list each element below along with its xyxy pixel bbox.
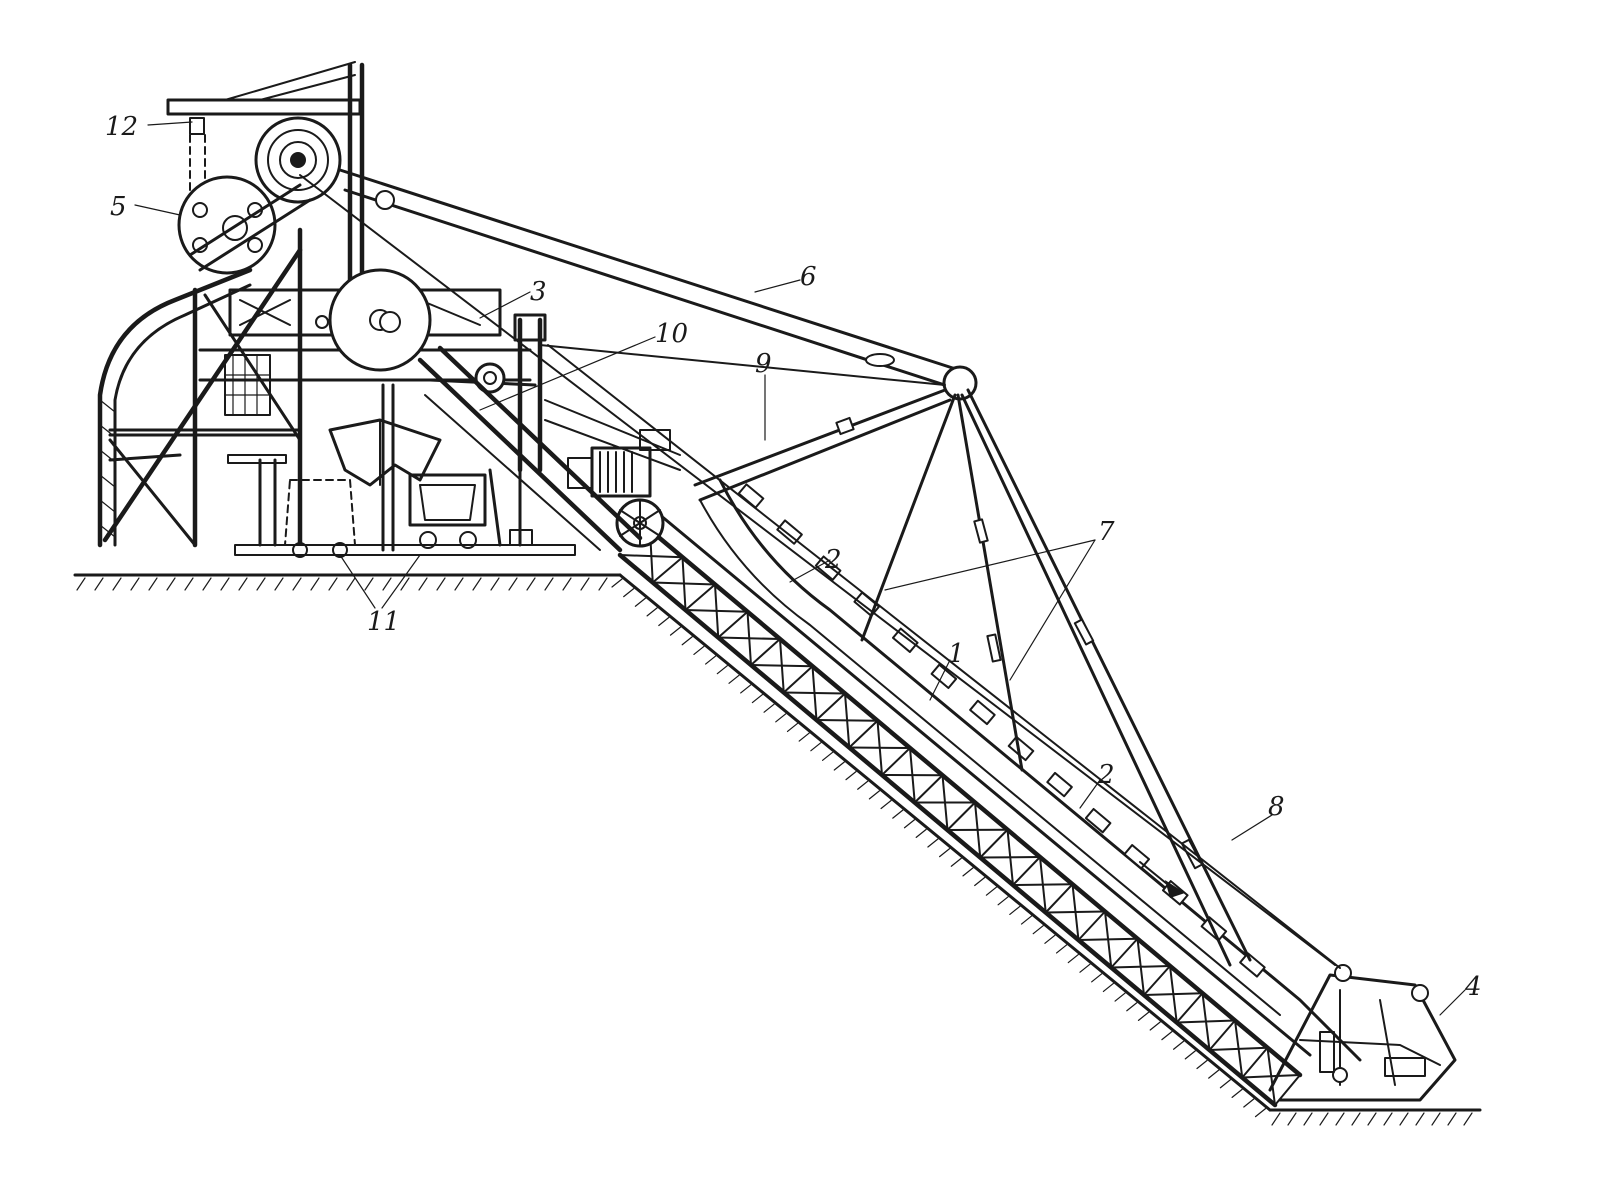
rail-cars	[227, 454, 576, 558]
bucket-chain	[699, 478, 1362, 1062]
callout-5: 5	[110, 192, 127, 222]
motor-unit	[544, 399, 681, 498]
callout-10: 10	[655, 319, 688, 349]
boom-lacing	[619, 529, 1301, 1106]
winch-drums	[177, 116, 665, 548]
chain-direction-arrow	[1165, 880, 1185, 898]
digging-head	[1268, 964, 1457, 1102]
callout-11: 11	[367, 607, 400, 637]
stay-cables-7	[860, 388, 1252, 967]
hoist-cable-8	[299, 174, 1341, 969]
leader-lines	[134, 121, 1466, 1016]
stay-boom-6	[338, 168, 978, 401]
callout-4: 4	[1464, 972, 1482, 1002]
callout-12: 12	[105, 112, 138, 142]
callout-2-upper: 2	[824, 545, 842, 575]
ground-hatching	[76, 577, 1473, 1126]
callout-6: 6	[800, 262, 817, 292]
callout-8: 8	[1268, 792, 1285, 822]
callout-3: 3	[530, 277, 547, 307]
callout-2-lower: 2	[1097, 760, 1115, 790]
callout-labels: 12 5 3 6 10 9 7 2 1 11 2 8 4	[105, 112, 1482, 1002]
ground-surface	[73, 573, 1482, 1126]
main-frame	[97, 61, 547, 553]
discharge-chute	[328, 345, 643, 553]
callout-9: 9	[755, 349, 772, 379]
inclined-boom-truss	[617, 513, 1312, 1108]
strut-9	[539, 344, 952, 502]
callout-1: 1	[948, 639, 965, 669]
callout-7: 7	[1098, 517, 1115, 547]
